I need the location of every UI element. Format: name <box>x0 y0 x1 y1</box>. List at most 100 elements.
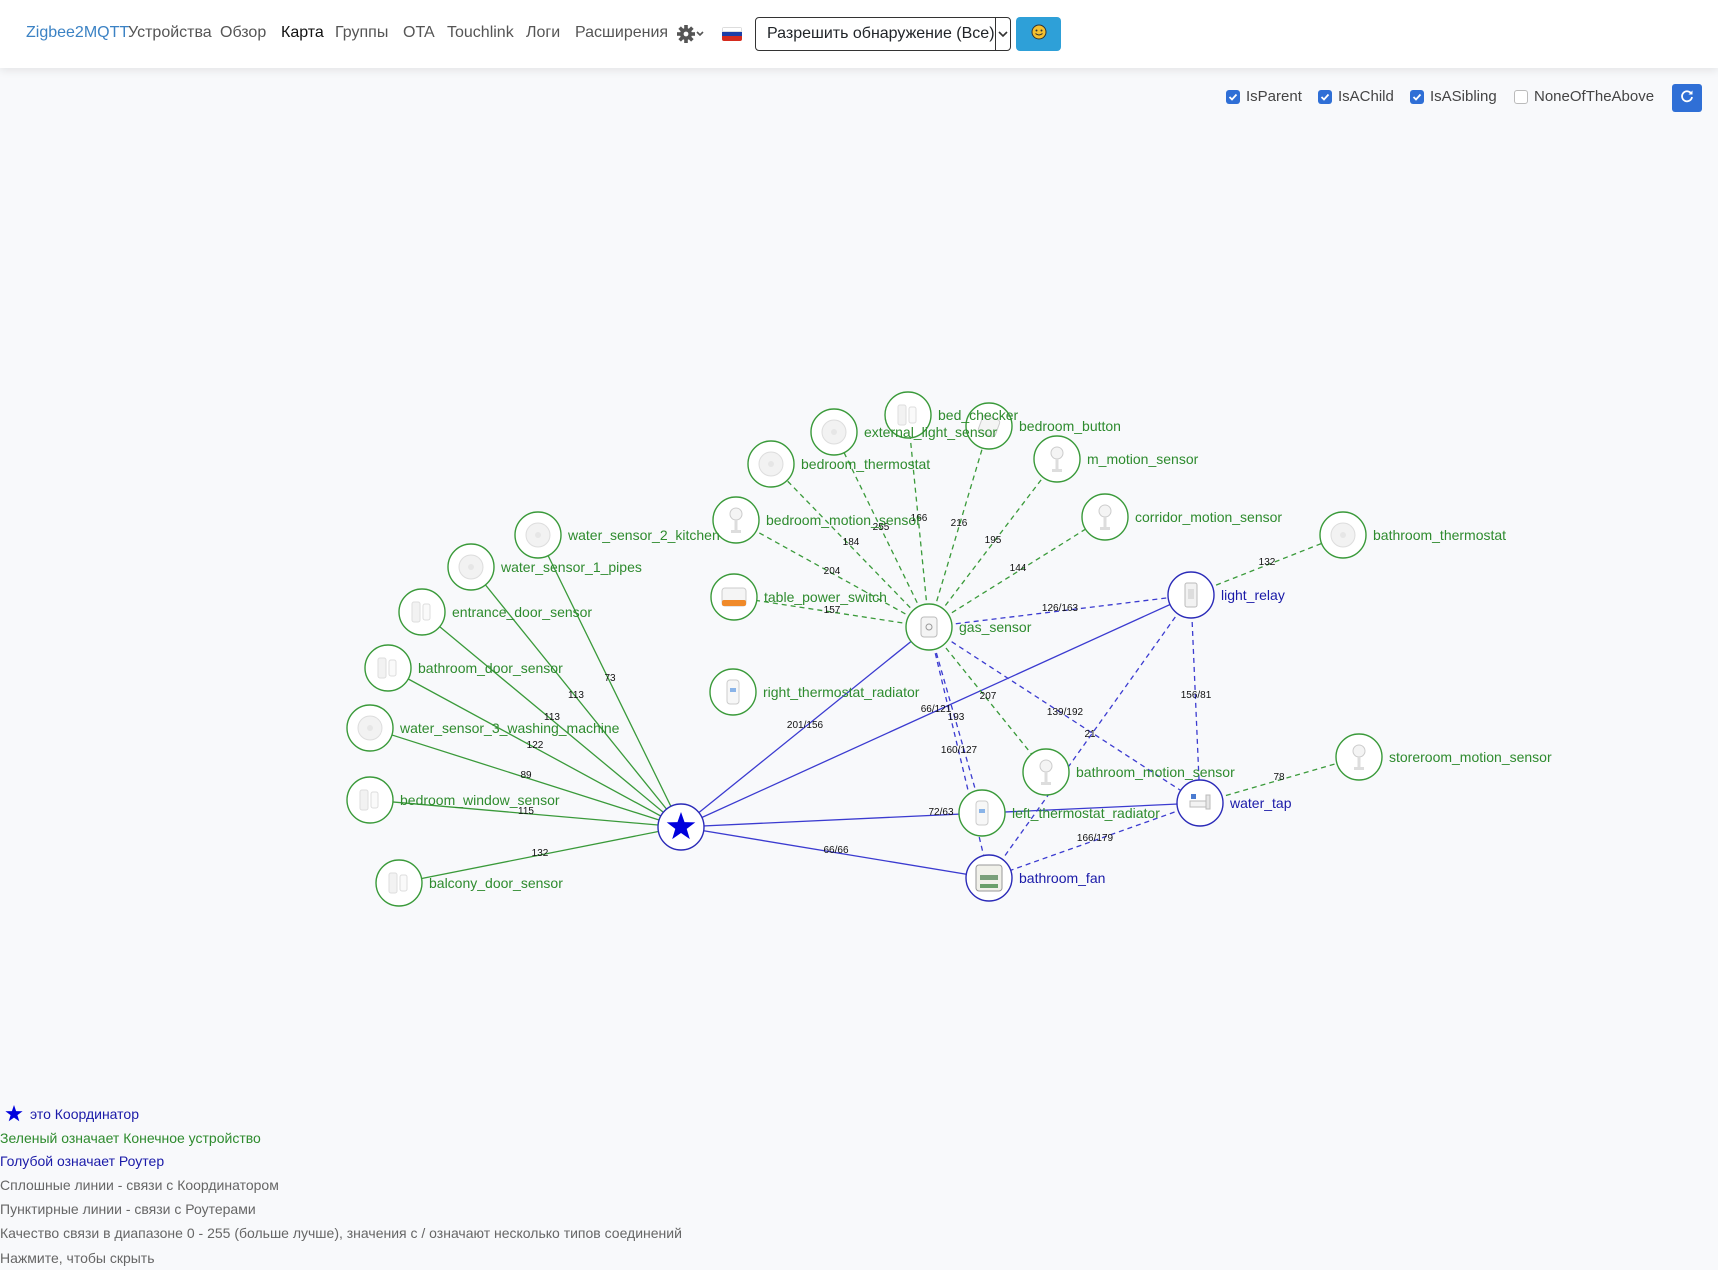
nav-extensions[interactable]: Расширения <box>575 24 669 41</box>
link-quality-label: 216 <box>951 518 968 529</box>
link-quality-label: 66/66 <box>823 845 848 856</box>
nav-touchlink[interactable]: Touchlink <box>447 24 514 41</box>
node-bedroom_motion_sensor[interactable]: bedroom_motion_sensor <box>712 496 921 544</box>
node-water_tap[interactable]: water_tap <box>1176 779 1292 827</box>
node-left_thermostat_radiator[interactable]: left_thermostat_radiator <box>958 789 1160 837</box>
node-water_sensor_3_washing_machine[interactable]: water_sensor_3_washing_machine <box>346 704 620 752</box>
node-bedroom_thermostat[interactable]: bedroom_thermostat <box>747 440 930 488</box>
node-balcony_door_sensor[interactable]: balcony_door_sensor <box>375 859 563 907</box>
door-sensor-icon <box>411 601 431 623</box>
checkbox-icon[interactable] <box>1318 89 1332 104</box>
legend-quality[interactable]: Качество связи в диапазоне 0 - 255 (боль… <box>0 1225 682 1241</box>
node-water_sensor_1_pipes[interactable]: water_sensor_1_pipes <box>447 543 642 591</box>
link-quality-label: 72/63 <box>928 807 953 818</box>
water-sensor-icon <box>458 554 484 580</box>
checkbox-icon[interactable] <box>1514 89 1528 104</box>
nav-map[interactable]: Карта <box>281 24 324 41</box>
link-coord-bedroom_window_sensor <box>369 799 682 828</box>
gear-icon[interactable] <box>676 22 706 46</box>
link-coord-bathroom_fan <box>680 826 990 879</box>
link-quality-label: 139/192 <box>1047 707 1084 718</box>
nav-groups[interactable]: Группы <box>335 24 389 41</box>
node-entrance_door_sensor[interactable]: entrance_door_sensor <box>398 588 592 636</box>
chevron-down-icon[interactable] <box>994 18 1010 50</box>
permit-join-dropdown[interactable]: Разрешить обнаружение (Все) <box>755 17 1011 51</box>
node-label: bathroom_fan <box>1019 870 1105 886</box>
node-label: bathroom_door_sensor <box>418 660 563 676</box>
checkbox-icon[interactable] <box>1410 89 1424 104</box>
door-sensor-icon <box>359 789 379 811</box>
nav-dashboard[interactable]: Обзор <box>220 24 267 41</box>
motion-icon <box>1039 759 1053 785</box>
link-coord-entrance_door_sensor <box>421 611 682 828</box>
node-bathroom_fan[interactable]: bathroom_fan <box>965 854 1105 902</box>
node-bathroom_door_sensor[interactable]: bathroom_door_sensor <box>364 644 563 692</box>
node-bedroom_button[interactable]: bedroom_button <box>965 402 1121 450</box>
node-storeroom_motion_sensor[interactable]: storeroom_motion_sensor <box>1335 733 1552 781</box>
smiley-icon <box>1031 24 1047 45</box>
link-light_relay-bathroom_fan <box>988 594 1192 879</box>
nav-logs[interactable]: Логи <box>526 24 561 41</box>
filter-label: NoneOfTheAbove <box>1534 88 1655 105</box>
filter-label: IsParent <box>1246 88 1302 105</box>
nav-devices[interactable]: Устройства <box>128 24 212 41</box>
brand-link[interactable]: Zigbee2MQTT <box>26 24 130 41</box>
russian-flag-icon[interactable] <box>722 27 742 41</box>
node-light_relay[interactable]: light_relay <box>1167 571 1285 619</box>
filter-isasibling[interactable]: IsASibling <box>1410 88 1497 105</box>
link-quality-label: 21 <box>1084 729 1096 740</box>
node-label: balcony_door_sensor <box>429 875 563 891</box>
legend-end-device[interactable]: Зеленый означает Конечное устройство <box>0 1130 261 1146</box>
motion-icon <box>1050 446 1064 472</box>
link-quality-label: 157 <box>824 605 841 616</box>
refresh-button[interactable] <box>1672 84 1702 112</box>
legend-dashed-lines[interactable]: Пунктирные линии - связи с Роутерами <box>0 1201 256 1217</box>
link-quality-label: 89 <box>520 770 532 781</box>
node-bedroom_window_sensor[interactable]: bedroom_window_sensor <box>346 776 560 824</box>
theme-toggle-button[interactable] <box>1016 17 1061 51</box>
link-coord-water_sensor_1_pipes <box>470 566 682 828</box>
permit-join-label[interactable]: Разрешить обнаружение (Все) <box>767 25 995 42</box>
node-label: m_motion_sensor <box>1087 451 1199 467</box>
node-external_light_sensor[interactable]: external_light_sensor <box>810 408 997 456</box>
node-bathroom_motion_sensor[interactable]: bathroom_motion_sensor <box>1022 748 1235 796</box>
fan-module-icon <box>975 864 1003 892</box>
filter-label: IsAChild <box>1338 88 1394 105</box>
link-quality-label: 132 <box>1259 557 1276 568</box>
node-label: corridor_motion_sensor <box>1135 509 1282 525</box>
link-gas_sensor-bedroom_motion_sensor <box>735 519 930 628</box>
node-corridor_motion_sensor[interactable]: corridor_motion_sensor <box>1081 493 1282 541</box>
node-right_thermostat_radiator[interactable]: right_thermostat_radiator <box>709 668 920 716</box>
node-water_sensor_2_kitchen[interactable]: water_sensor_2_kitchen <box>514 511 720 559</box>
node-label: bed_checker <box>938 407 1019 423</box>
motion-icon <box>1098 504 1112 530</box>
node-label: water_sensor_2_kitchen <box>567 527 720 543</box>
filter-isachild[interactable]: IsAChild <box>1318 88 1394 105</box>
legend-solid-lines[interactable]: Сплошные линии - связи с Координатором <box>0 1177 279 1193</box>
filter-isparent[interactable]: IsParent <box>1226 88 1302 105</box>
link-gas_sensor-bathroom_motion_sensor <box>928 626 1047 773</box>
link-coord-water_tap <box>680 802 1201 828</box>
checkbox-icon[interactable] <box>1226 89 1240 104</box>
node-bed_checker[interactable]: bed_checker <box>884 391 1019 439</box>
node-table_power_switch[interactable]: table_power_switch <box>710 573 887 621</box>
switch-icon <box>721 587 747 607</box>
node-label: table_power_switch <box>764 589 887 605</box>
link-gas_sensor-table_power_switch <box>733 596 930 628</box>
node-bathroom_thermostat[interactable]: bathroom_thermostat <box>1319 511 1506 559</box>
node-m_motion_sensor[interactable]: m_motion_sensor <box>1033 435 1199 483</box>
star-icon <box>666 812 696 840</box>
link-quality-label: 160/127 <box>941 745 978 756</box>
node-label: left_thermostat_radiator <box>1012 805 1160 821</box>
filter-noneoftheabove[interactable]: NoneOfTheAbove <box>1514 88 1654 105</box>
link-coord-gas_sensor <box>680 626 930 828</box>
link-quality-label: 122 <box>527 740 544 751</box>
legend-router[interactable]: Голубой означает Роутер <box>0 1153 165 1169</box>
nav-ota[interactable]: OTA <box>403 24 435 41</box>
legend-coordinator[interactable]: это Координатор <box>0 1104 139 1127</box>
node-gas_sensor[interactable]: gas_sensor <box>905 603 1032 651</box>
legend-hide[interactable]: Нажмите, чтобы скрыть <box>0 1250 155 1266</box>
link-gas_sensor-bedroom_button <box>928 425 990 628</box>
node-coord[interactable] <box>657 803 705 851</box>
